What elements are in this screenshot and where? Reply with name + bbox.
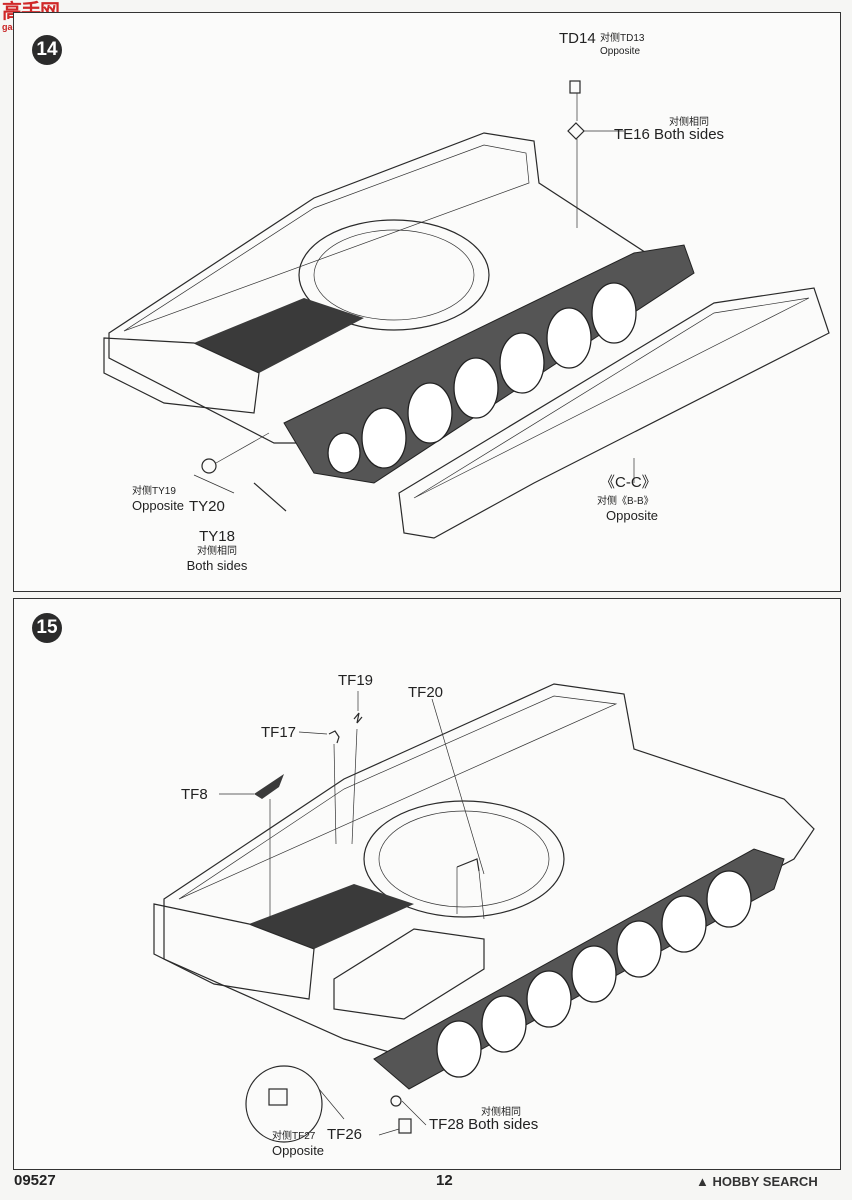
part-label-tf17: TF17 bbox=[261, 724, 297, 741]
brand-icon: ▲ bbox=[696, 1174, 713, 1189]
part-label-cc: 《C-C》 bbox=[600, 474, 657, 491]
step-14-badge: 14 bbox=[32, 35, 62, 65]
step-15-illustration bbox=[153, 683, 815, 1143]
brand-text: HOBBY SEARCH bbox=[712, 1174, 818, 1189]
tf28-cn-note: 对侧相同 bbox=[481, 1107, 521, 1118]
tf27-cn-note: 对侧TF27 bbox=[272, 1131, 316, 1142]
part-label-ty20: TY20 bbox=[189, 498, 225, 515]
part-label-tf19: TF19 bbox=[338, 672, 374, 689]
ty19-cn-note: 对侧TY19 bbox=[132, 486, 176, 497]
part-label-bb: 对侧《B-B》 bbox=[597, 496, 654, 507]
ty18-both-sides-note: Both sides bbox=[186, 558, 248, 573]
step-15-badge: 15 bbox=[32, 613, 62, 643]
product-code: 09527 bbox=[14, 1172, 56, 1189]
step-15-panel: 15 TF19 TF20 TF17 TF8 对侧相同 TF28 Both sid… bbox=[13, 598, 841, 1170]
bb-opposite-note: Opposite bbox=[606, 508, 659, 523]
step-14-illustration bbox=[103, 80, 830, 539]
ty19-opposite-note: Opposite bbox=[132, 498, 185, 513]
td-opposite-note: Opposite bbox=[600, 46, 641, 57]
part-label-td13: 对侧TD13 bbox=[600, 33, 645, 44]
tf27-opposite-note: Opposite bbox=[272, 1143, 325, 1158]
te16-cn-note: 对侧相同 bbox=[669, 117, 709, 128]
part-label-tf20: TF20 bbox=[408, 684, 444, 701]
part-label-tf8: TF8 bbox=[181, 786, 208, 803]
part-label-tf26: TF26 bbox=[327, 1126, 363, 1143]
brand-watermark: ▲ HOBBY SEARCH bbox=[696, 1174, 818, 1189]
ty18-cn-note: 对侧相同 bbox=[197, 546, 237, 557]
part-label-td14: TD14 bbox=[559, 30, 596, 47]
part-label-tf28: TF28 Both sides bbox=[429, 1116, 539, 1133]
page-number: 12 bbox=[436, 1172, 453, 1189]
step-14-panel: 14 TD14 对侧TD13 Opposite 对侧相同 TE16 Both s… bbox=[13, 12, 841, 592]
part-label-ty18: TY18 bbox=[199, 528, 235, 545]
part-label-te16: TE16 Both sides bbox=[614, 126, 725, 143]
